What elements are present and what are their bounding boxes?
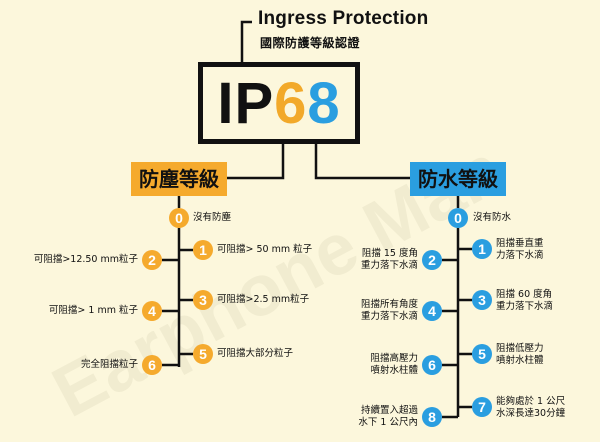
water-level-5-badge: 5 xyxy=(472,344,492,364)
water-level-2-line2: 重力落下水滴 xyxy=(360,260,418,271)
dust-level-4-badge: 4 xyxy=(142,301,162,321)
water-level-2-line1: 阻擋 15 度角 xyxy=(361,248,418,259)
water-rating-title: 防水等級 xyxy=(410,162,506,196)
title-english: Ingress Protection xyxy=(258,8,429,29)
water-level-3-badge: 3 xyxy=(472,290,492,310)
water-level-0-label: 沒有防水 xyxy=(473,212,512,223)
water-level-5-label: 阻擋低壓力 噴射水柱體 xyxy=(496,343,544,367)
water-level-5-line2: 噴射水柱體 xyxy=(496,355,544,366)
water-level-3-label: 阻擋 60 度角 重力落下水滴 xyxy=(496,289,553,313)
water-level-7-label: 能夠處於 1 公尺 水深長達30分鐘 xyxy=(496,396,565,420)
water-level-7-line1: 能夠處於 1 公尺 xyxy=(496,396,566,407)
water-level-7-line2: 水深長達30分鐘 xyxy=(496,408,566,419)
ip-code-digit-water: 8 xyxy=(307,70,341,136)
water-level-1-badge: 1 xyxy=(472,239,492,259)
water-level-1-label: 阻擋垂直重 力落下水滴 xyxy=(496,238,544,262)
dust-level-0-badge: 0 xyxy=(169,208,189,228)
water-level-2-badge: 2 xyxy=(422,250,442,270)
dust-level-1-badge: 1 xyxy=(193,240,213,260)
water-level-4-badge: 4 xyxy=(422,301,442,321)
water-level-2-label: 阻擋 15 度角 重力落下水滴 xyxy=(361,248,418,272)
water-level-3-line1: 阻擋 60 度角 xyxy=(496,289,553,300)
water-level-3-line2: 重力落下水滴 xyxy=(496,301,554,312)
dust-level-5-label: 可阻擋大部分粒子 xyxy=(217,348,294,359)
dust-level-1-label: 可阻擋> 50 mm 粒子 xyxy=(217,244,313,255)
water-level-6-line1: 阻擋高壓力 xyxy=(370,353,418,364)
water-level-8-badge: 8 xyxy=(422,407,442,427)
dust-connector-line xyxy=(227,134,285,180)
title-bracket-line xyxy=(240,20,252,62)
title-chinese: 國際防護等級認證 xyxy=(260,36,361,50)
water-level-4-label: 阻擋所有角度 重力落下水滴 xyxy=(361,299,418,323)
water-level-1-line1: 阻擋垂直重 xyxy=(496,238,544,249)
dust-level-0-label: 沒有防塵 xyxy=(193,212,232,223)
water-connector-line xyxy=(314,134,410,180)
dust-level-3-badge: 3 xyxy=(193,290,213,310)
dust-level-2-label: 可阻擋>12.50 mm粒子 xyxy=(33,254,138,265)
ip-code-digit-dust: 6 xyxy=(274,70,308,136)
dust-level-5-badge: 5 xyxy=(193,344,213,364)
water-level-7-badge: 7 xyxy=(472,397,492,417)
water-level-8-label: 持續置入超過 水下 1 公尺內 xyxy=(358,405,418,429)
water-level-8-line2: 水下 1 公尺內 xyxy=(358,417,418,428)
water-level-4-line1: 阻擋所有角度 xyxy=(360,299,418,310)
water-level-0-badge: 0 xyxy=(448,208,468,228)
water-level-1-line2: 力落下水滴 xyxy=(496,250,544,261)
water-level-8-line1: 持續置入超過 xyxy=(360,405,418,416)
dust-level-6-label: 完全阻擋粒子 xyxy=(80,359,138,370)
ip-code-prefix: IP xyxy=(217,70,275,136)
dust-level-2-badge: 2 xyxy=(142,250,162,270)
dust-level-6-badge: 6 xyxy=(142,355,162,375)
dust-level-4-label: 可阻擋> 1 mm 粒子 xyxy=(48,305,138,316)
water-level-4-line2: 重力落下水滴 xyxy=(360,311,418,322)
water-level-6-label: 阻擋高壓力 噴射水柱體 xyxy=(370,353,418,377)
water-level-6-badge: 6 xyxy=(422,355,442,375)
water-level-5-line1: 阻擋低壓力 xyxy=(496,343,544,354)
dust-rating-title: 防塵等級 xyxy=(131,162,227,196)
dust-level-3-label: 可阻擋>2.5 mm粒子 xyxy=(217,294,310,305)
water-level-6-line2: 噴射水柱體 xyxy=(370,365,418,376)
